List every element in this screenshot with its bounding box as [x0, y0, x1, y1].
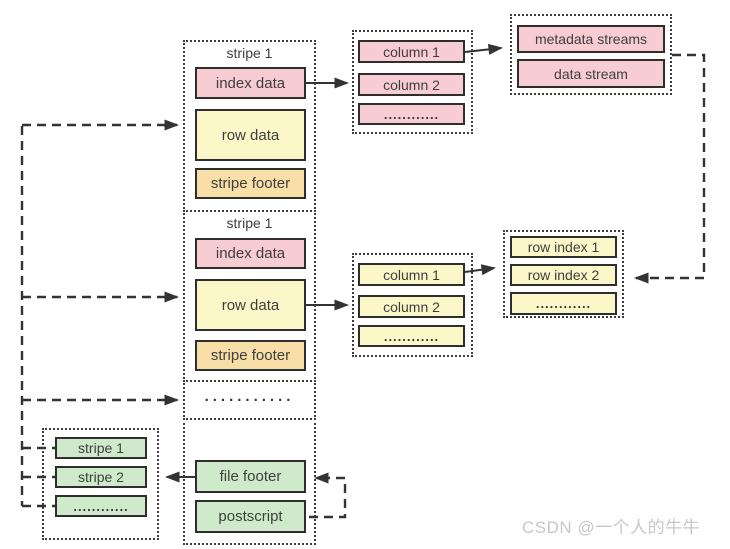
file-footer-box: file footer: [195, 460, 306, 493]
stripe-top-title: stripe 1: [226, 45, 273, 61]
csdn-watermark: CSDN @一个人的牛牛: [522, 518, 701, 537]
data-stream-box: data stream: [517, 59, 665, 88]
row-data-box-top: row data: [195, 109, 306, 161]
metadata-streams-box: metadata streams: [517, 25, 665, 53]
data-columns-container: [352, 253, 473, 357]
stripe-list-container: [42, 428, 159, 540]
data-column1-box: column 1: [358, 263, 465, 286]
row-data-box-mid: row data: [195, 279, 306, 331]
index-data-box-mid: index data: [195, 238, 306, 269]
stripe-footer-box-mid: stripe footer: [195, 340, 306, 371]
index-columns-container: [352, 30, 473, 134]
stripe-list-stripe1-box: stripe 1: [55, 437, 147, 459]
more-stripes-ellipsis: ...........: [204, 388, 295, 405]
stripe-list-stripe2-box: stripe 2: [55, 466, 147, 488]
row-indexes-container: [503, 230, 624, 318]
stripe-list-more-box: ............: [55, 495, 147, 517]
stripe-mid-title: stripe 1: [226, 215, 273, 231]
postscript-box: postscript: [195, 500, 306, 533]
row-indexes-more-box: ............: [510, 292, 617, 315]
row-index2-box: row index 2: [510, 264, 617, 286]
index-data-box-top: index data: [195, 67, 306, 99]
file-tail-container: [183, 418, 316, 545]
index-columns-more-box: ............: [358, 103, 465, 125]
index-column1-box: column 1: [358, 40, 465, 63]
index-column2-box: column 2: [358, 73, 465, 96]
row-index1-box: row index 1: [510, 236, 617, 258]
data-columns-more-box: ............: [358, 325, 465, 347]
stripe-footer-box-top: stripe footer: [195, 168, 306, 199]
data-column2-box: column 2: [358, 295, 465, 318]
streams-container: [510, 14, 672, 95]
